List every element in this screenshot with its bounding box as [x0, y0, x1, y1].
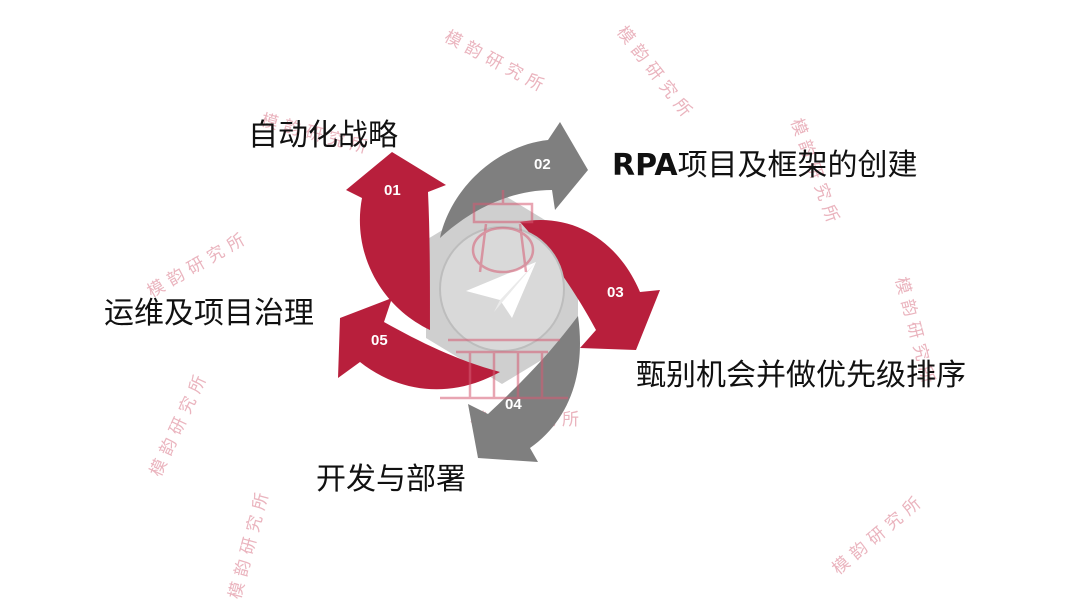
- step-label-05: 运维及项目治理: [104, 296, 314, 331]
- step-number-01: 01: [384, 182, 401, 199]
- step-label-02-rest: 项目及框架的创建: [677, 148, 918, 183]
- step-label-03: 甄别机会并做优先级排序: [636, 358, 966, 393]
- step-arrow-03: [520, 219, 660, 350]
- step-label-04: 开发与部署: [316, 462, 466, 497]
- paper-plane-icon: [466, 262, 536, 318]
- step-label-02-bold: RPA: [612, 148, 678, 183]
- step-number-03: 03: [607, 284, 624, 301]
- step-number-04: 04: [505, 396, 522, 413]
- step-arrow-01: [346, 152, 446, 330]
- step-arrow-04: [468, 316, 580, 462]
- step-number-05: 05: [371, 332, 388, 349]
- step-label-02: RPA项目及框架的创建: [612, 148, 918, 184]
- step-label-01: 自动化战略: [248, 118, 398, 153]
- step-arrow-02: [440, 122, 588, 238]
- step-number-02: 02: [534, 156, 551, 173]
- step-arrow-05: [338, 298, 500, 390]
- building-seal-logo: [440, 190, 568, 400]
